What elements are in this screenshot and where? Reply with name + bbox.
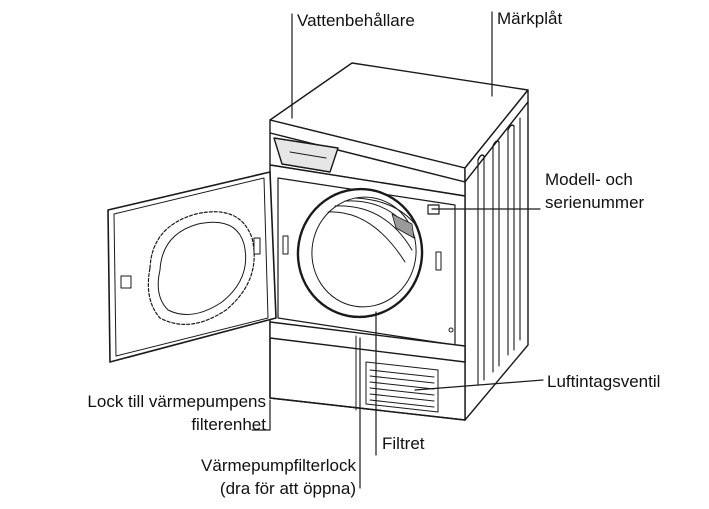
label-model-serial: Modell- och serienummer: [545, 168, 644, 214]
label-rating-plate: Märkplåt: [497, 7, 562, 30]
label-water-tank: Vattenbehållare: [297, 9, 415, 32]
label-filter: Filtret: [382, 432, 425, 455]
dryer-door: [108, 172, 276, 362]
label-air-intake-vent: Luftintagsventil: [547, 370, 660, 393]
air-intake-vent-grille: [366, 362, 438, 412]
label-heat-pump-filter-lid: Värmepumpfilterlock (dra för att öppna): [201, 454, 356, 500]
label-heat-pump-filter-cover: Lock till värmepumpens filterenhet: [87, 390, 266, 436]
